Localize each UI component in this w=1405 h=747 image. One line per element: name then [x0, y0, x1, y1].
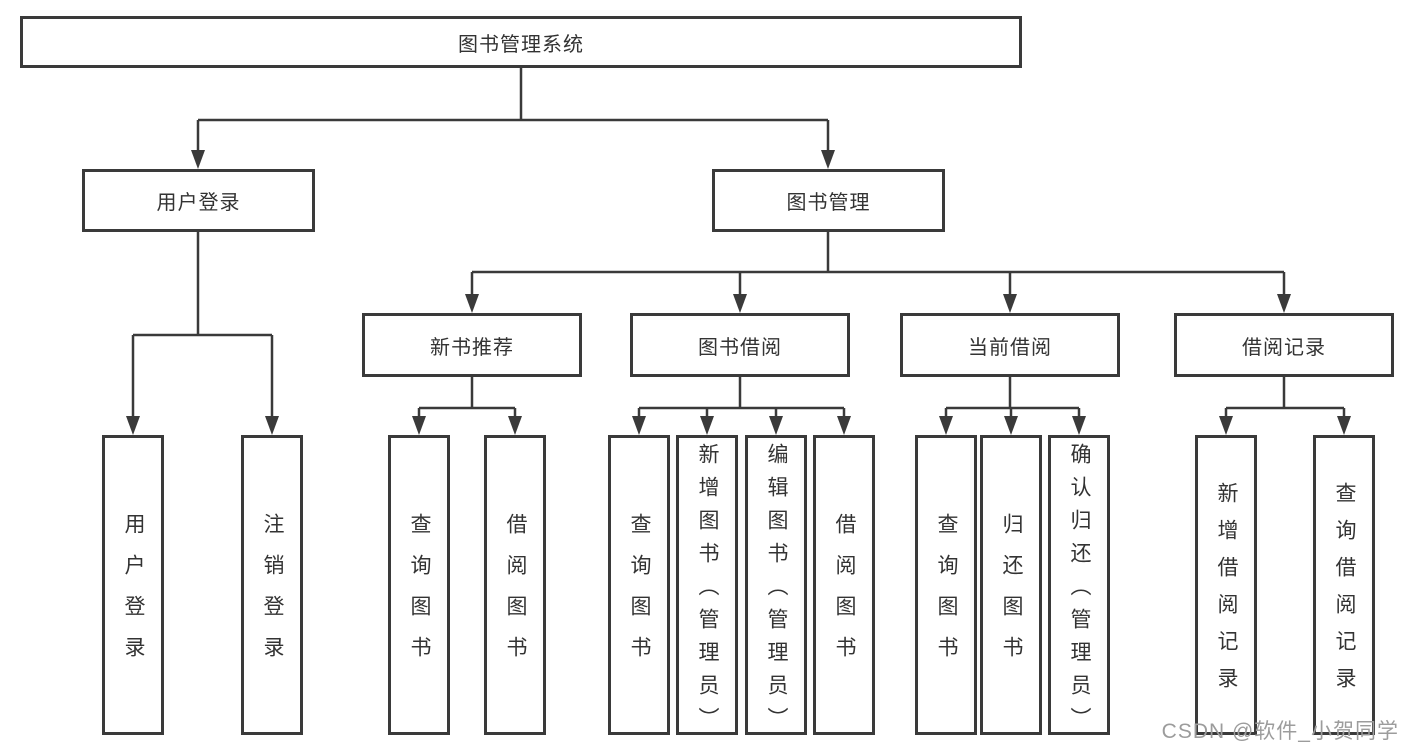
- node-borrow-records: 借阅记录: [1174, 313, 1394, 377]
- leaf-query-borrow-record: 查询借阅记录: [1313, 435, 1375, 735]
- leaf-label: 查询借阅记录: [1333, 482, 1356, 704]
- csdn-watermark: CSDN @软件_小贺同学: [1161, 720, 1399, 743]
- leaf-logout: 注销登录: [241, 435, 303, 735]
- leaf-label: 借阅图书: [504, 513, 527, 677]
- leaf-query-book: 查询图书: [388, 435, 450, 735]
- leaf-label: 用户登录: [122, 513, 145, 677]
- node-label: 图书借阅: [698, 336, 782, 359]
- node-book-management: 图书管理: [712, 169, 945, 232]
- node-label: 图书管理系统: [458, 33, 584, 56]
- leaf-label: 注销登录: [261, 513, 284, 677]
- leaf-label: 查询图书: [628, 513, 651, 677]
- node-label: 新书推荐: [430, 336, 514, 359]
- node-label: 当前借阅: [968, 336, 1052, 359]
- leaf-confirm-return-admin: 确认归还（管理员）: [1048, 435, 1110, 740]
- node-label: 借阅记录: [1242, 336, 1326, 359]
- leaf-label: 新增图书（管理员）: [696, 442, 719, 740]
- leaf-borrow-book: 借阅图书: [813, 435, 875, 735]
- leaf-label: 编辑图书（管理员）: [765, 442, 788, 740]
- node-library-management-system: 图书管理系统: [20, 16, 1022, 68]
- leaf-add-book-admin: 新增图书（管理员）: [676, 435, 738, 740]
- node-label: 图书管理: [786, 192, 871, 214]
- node-current-borrow: 当前借阅: [900, 313, 1120, 377]
- leaf-user-login: 用户登录: [102, 435, 164, 735]
- node-user-login: 用户登录: [82, 169, 315, 232]
- leaf-edit-book-admin: 编辑图书（管理员）: [745, 435, 807, 740]
- leaf-label: 确认归还（管理员）: [1068, 442, 1091, 740]
- leaf-return-book: 归还图书: [980, 435, 1042, 735]
- node-book-borrow: 图书借阅: [630, 313, 850, 377]
- leaf-label: 借阅图书: [833, 513, 856, 677]
- leaf-query-book: 查询图书: [915, 435, 977, 735]
- leaf-label: 归还图书: [1000, 513, 1023, 677]
- leaf-label: 查询图书: [408, 513, 431, 677]
- node-label: 用户登录: [156, 192, 241, 214]
- leaf-query-book: 查询图书: [608, 435, 670, 735]
- node-new-book-recommend: 新书推荐: [362, 313, 582, 377]
- leaf-label: 查询图书: [935, 513, 958, 677]
- leaf-borrow-book: 借阅图书: [484, 435, 546, 735]
- leaf-add-borrow-record: 新增借阅记录: [1195, 435, 1257, 735]
- leaf-label: 新增借阅记录: [1215, 482, 1238, 704]
